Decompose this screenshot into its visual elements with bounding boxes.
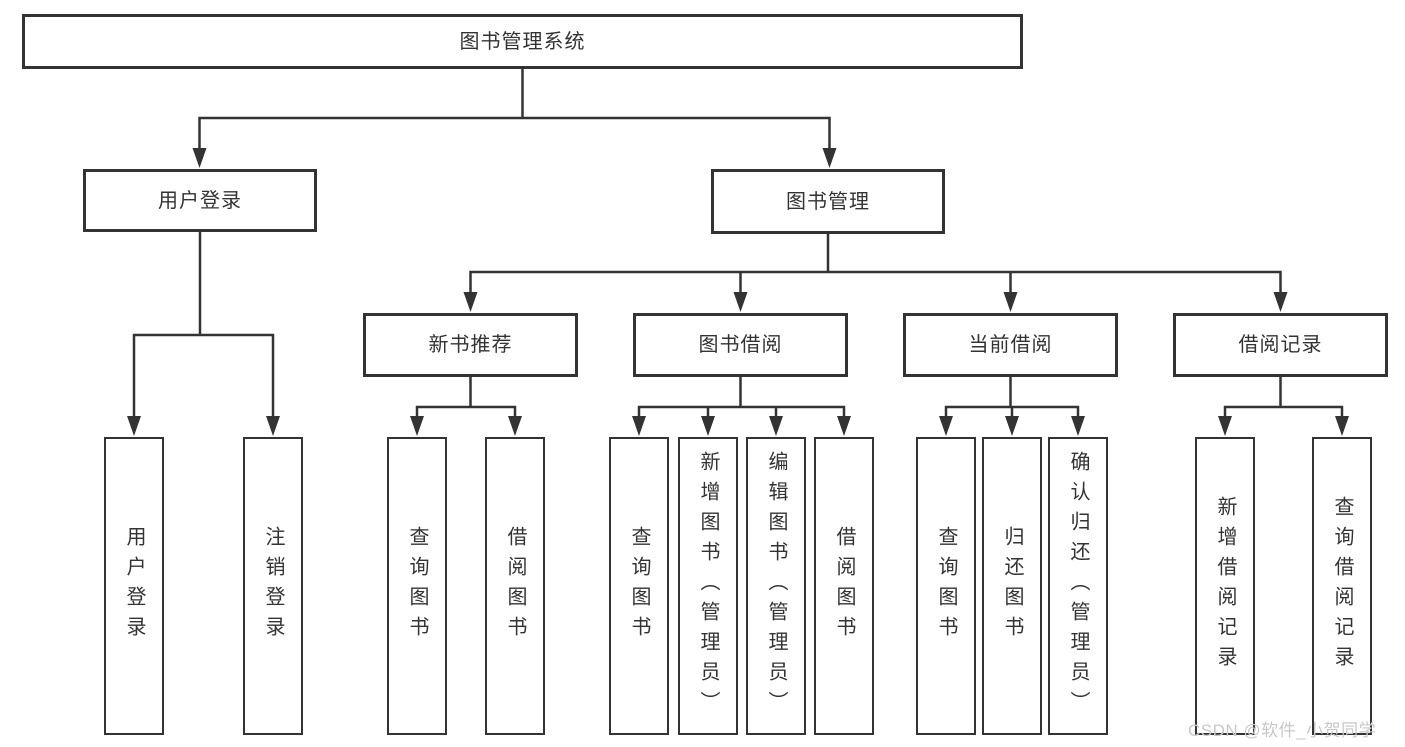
connector-book-borrow-to-leaves	[637, 375, 846, 420]
node-new-book-recommend: 新书推荐	[363, 313, 578, 377]
leaf-user-login: 用户登录	[104, 437, 164, 735]
arrow-icon	[127, 416, 141, 436]
leaf-edit-book-admin: 编辑图书（管理员）	[746, 437, 806, 735]
arrow-icon	[463, 292, 478, 312]
node-root-library-system: 图书管理系统	[22, 14, 1023, 69]
node-book-management: 图书管理	[711, 169, 945, 234]
arrow-icon	[410, 416, 424, 436]
connector-book-management-to-level3	[469, 231, 1282, 296]
leaf-query-borrow-record: 查询借阅记录	[1312, 437, 1372, 735]
arrow-icon	[1335, 416, 1349, 436]
arrow-icon	[508, 416, 522, 436]
arrow-icon	[1273, 292, 1288, 312]
arrow-icon	[1005, 416, 1019, 436]
leaf-confirm-return-admin: 确认归还（管理员）	[1048, 437, 1108, 735]
arrow-icon	[192, 148, 207, 168]
leaf-query-book-current: 查询图书	[916, 437, 976, 735]
arrow-icon	[701, 416, 715, 436]
arrow-icon	[1218, 416, 1232, 436]
node-book-borrow: 图书借阅	[633, 313, 848, 377]
connector-user-login-to-leaves	[132, 230, 275, 420]
node-current-borrow: 当前借阅	[903, 313, 1118, 377]
arrow-icon	[1003, 292, 1018, 312]
leaf-add-borrow-record: 新增借阅记录	[1195, 437, 1255, 735]
leaf-return-book: 归还图书	[982, 437, 1042, 735]
csdn-watermark: CSDN @软件_小贺同学	[1188, 721, 1377, 740]
arrow-icon	[769, 416, 783, 436]
node-user-login: 用户登录	[83, 169, 317, 232]
leaf-add-book-admin: 新增图书（管理员）	[678, 437, 738, 735]
arrow-icon	[632, 416, 646, 436]
leaf-query-book-borrow: 查询图书	[609, 437, 669, 735]
connector-new-book-recommend-to-leaves	[415, 375, 517, 420]
leaf-borrow-book: 借阅图书	[814, 437, 874, 735]
node-borrow-records: 借阅记录	[1173, 313, 1388, 377]
leaf-borrow-book-recommend: 借阅图书	[485, 437, 545, 735]
arrow-icon	[266, 416, 280, 436]
leaf-query-book-recommend: 查询图书	[387, 437, 447, 735]
arrow-icon	[939, 416, 953, 436]
arrow-icon	[733, 292, 748, 312]
connector-current-borrow-to-leaves	[944, 375, 1080, 420]
arrow-icon	[837, 416, 851, 436]
arrow-icon	[822, 148, 837, 168]
arrow-icon	[1071, 416, 1085, 436]
connector-borrow-records-to-leaves	[1223, 375, 1344, 420]
connector-root-to-level2	[198, 67, 831, 152]
leaf-logout: 注销登录	[243, 437, 303, 735]
arrowheads	[127, 148, 1349, 436]
